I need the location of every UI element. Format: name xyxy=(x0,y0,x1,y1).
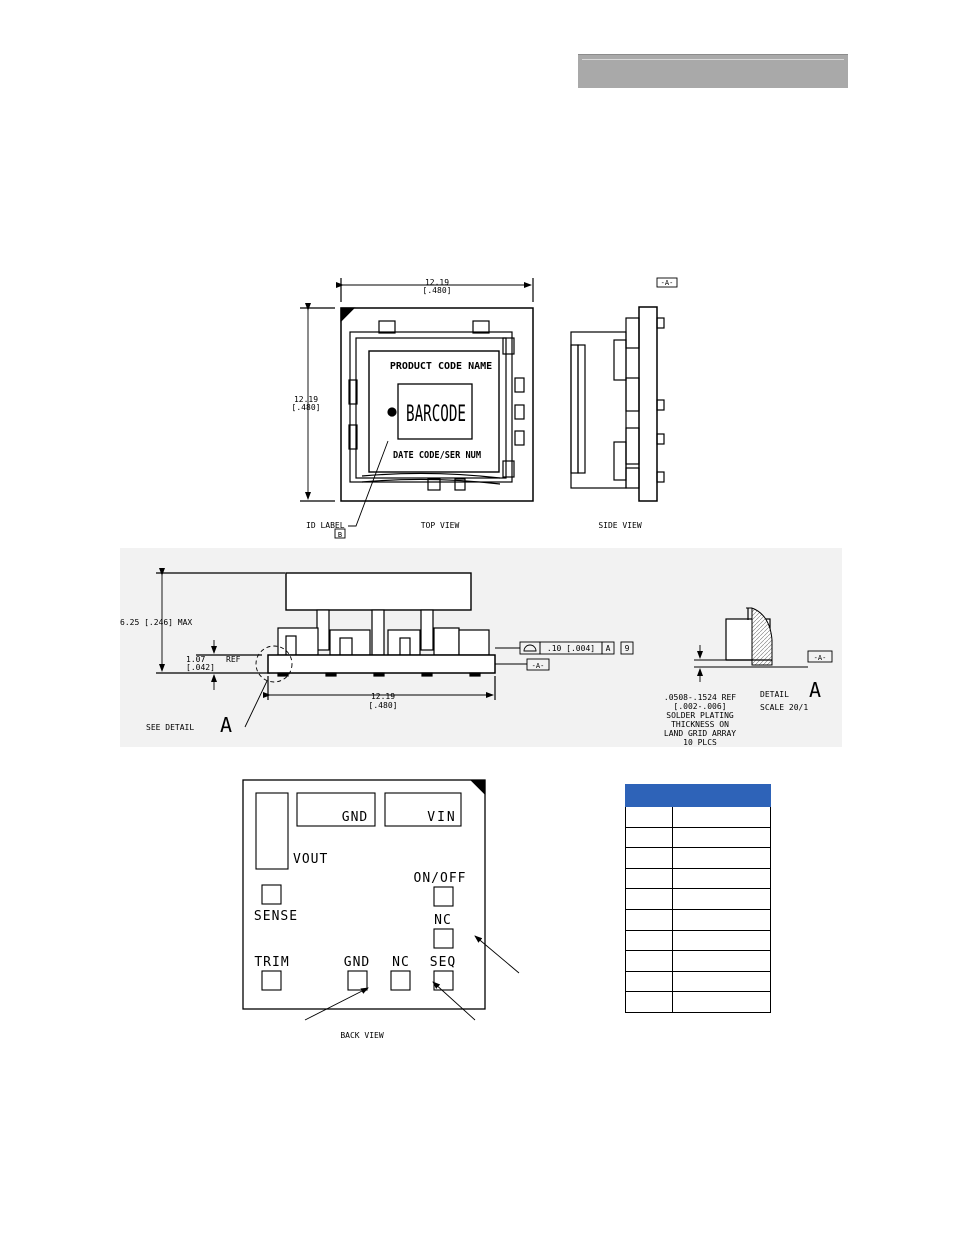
detail-note-1: .0508-.1524 REF xyxy=(664,693,736,702)
id-label-datum: B xyxy=(338,531,342,539)
table-cell xyxy=(625,991,673,1013)
label-barcode: BARCODE xyxy=(406,402,466,427)
top-view xyxy=(300,278,534,539)
table-cell xyxy=(672,950,771,972)
top-width-in: [.480] xyxy=(423,286,452,295)
pin-nc-right: NC xyxy=(434,913,452,928)
table-cell xyxy=(625,970,673,993)
see-detail: SEE DETAIL xyxy=(146,723,194,732)
table-row xyxy=(625,950,771,972)
table-cell xyxy=(672,826,771,849)
table-cell xyxy=(625,929,673,952)
detail-datum: -A- xyxy=(814,654,827,662)
side-view xyxy=(570,277,678,502)
detail-scale: SCALE 20/1 xyxy=(760,703,808,712)
front-width-mm: 12.19 xyxy=(371,692,395,701)
tolerance-datum: A xyxy=(606,644,611,653)
top-height-in: [.480] xyxy=(292,403,321,412)
detail-note-3: SOLDER PLATING xyxy=(666,711,734,720)
pin-table-header-cell xyxy=(672,784,771,807)
table-row xyxy=(625,847,771,869)
pin-table xyxy=(625,784,771,1013)
top-width-mm: 12.19 xyxy=(425,278,449,287)
table-cell xyxy=(625,950,673,972)
table-cell xyxy=(672,888,771,910)
label-date-code: DATE CODE/SER NUM xyxy=(393,450,481,461)
table-cell xyxy=(672,847,771,869)
table-cell xyxy=(625,806,673,828)
back-view-caption: BACK VIEW xyxy=(340,1031,384,1040)
detail-note-4: THICKNESS ON xyxy=(671,720,729,729)
front-width-in: [.480] xyxy=(369,701,398,710)
side-view-caption: SIDE VIEW xyxy=(598,521,642,530)
detail-label: DETAIL xyxy=(760,690,789,699)
front-view xyxy=(156,568,634,728)
front-datum: -A- xyxy=(532,662,545,670)
table-cell xyxy=(672,970,771,993)
pin-gnd-top: GND xyxy=(342,810,368,825)
table-row xyxy=(625,970,771,993)
pin-sense: SENSE xyxy=(254,909,298,924)
table-row xyxy=(625,908,771,931)
table-cell xyxy=(625,867,673,890)
detail-letter: A xyxy=(809,678,821,702)
tolerance-note: 9 xyxy=(625,644,630,653)
table-cell xyxy=(625,847,673,869)
table-cell xyxy=(625,888,673,910)
detail-note-5: LAND GRID ARRAY xyxy=(664,729,736,738)
label-product-code: PRODUCT CODE NAME xyxy=(390,361,492,372)
top-view-caption: TOP VIEW xyxy=(421,521,460,530)
tolerance-value: .10 [.004] xyxy=(547,644,595,653)
pin-seq: SEQ xyxy=(430,955,456,970)
back-view xyxy=(242,779,520,1021)
table-cell xyxy=(672,908,771,931)
see-detail-letter: A xyxy=(220,713,232,737)
pin-vout: VOUT xyxy=(293,852,328,867)
pin-table-header-cell xyxy=(625,784,673,807)
ref-dim-in: [.042] xyxy=(186,663,215,672)
detail-a xyxy=(694,607,833,682)
overall-height-dim: 6.25 [.246] MAX xyxy=(120,618,192,627)
table-cell xyxy=(672,991,771,1013)
pin-vin: VIN xyxy=(427,810,456,825)
table-row xyxy=(625,867,771,890)
detail-note-6: 10 PLCS xyxy=(683,738,717,747)
pin-trim: TRIM xyxy=(254,955,289,970)
table-row xyxy=(625,888,771,910)
pin-on-off: ON/OFF xyxy=(414,871,467,886)
pin-nc-bottom: NC xyxy=(392,955,410,970)
table-cell xyxy=(672,867,771,890)
pin-table-body xyxy=(625,806,771,1013)
top-height-mm: 12.19 xyxy=(294,395,318,404)
table-row xyxy=(625,991,771,1013)
ref-dim-word: REF xyxy=(226,655,241,664)
side-datum: -A- xyxy=(661,279,674,287)
table-cell xyxy=(625,826,673,849)
table-row xyxy=(625,806,771,828)
table-cell xyxy=(672,806,771,828)
table-row xyxy=(625,826,771,849)
pin-gnd-bottom: GND xyxy=(344,955,370,970)
detail-note-2: [.002-.006] xyxy=(674,702,727,711)
table-row xyxy=(625,929,771,952)
ref-dim-mm: 1.07 xyxy=(186,655,205,664)
pin-table-header xyxy=(625,784,771,807)
table-cell xyxy=(625,908,673,931)
id-label-text: ID LABEL xyxy=(306,521,345,530)
table-cell xyxy=(672,929,771,952)
header-bar xyxy=(578,54,848,88)
